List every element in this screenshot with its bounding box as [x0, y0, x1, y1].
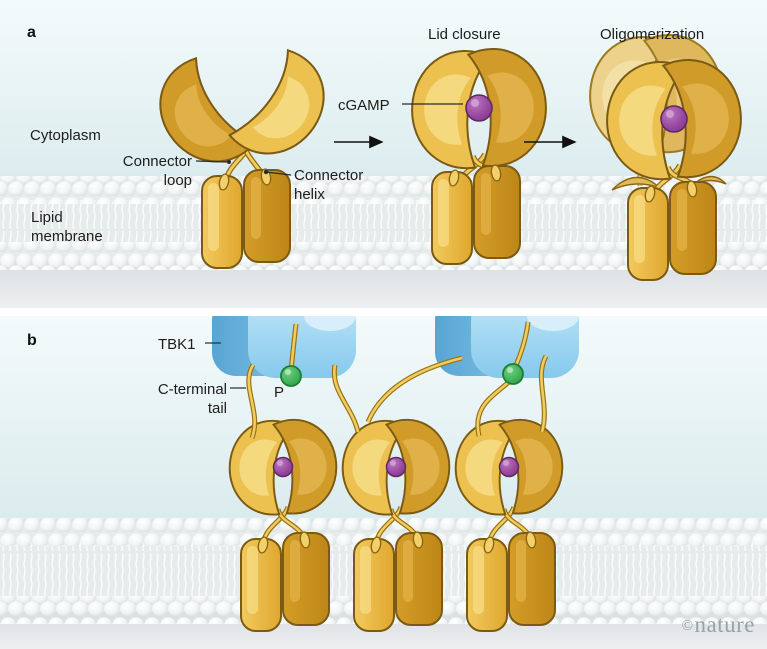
connector-loop-pointer-line [195, 160, 229, 163]
connector-helix-label: Connector helix [294, 167, 364, 203]
panel-b-graphic [0, 316, 767, 649]
copyright-icon: © [681, 618, 694, 634]
annotation-pointers-b [205, 342, 246, 389]
nature-watermark: ©nature [681, 612, 755, 637]
tbk1-kinase-left [212, 316, 356, 378]
connector-helix-pointer-line [265, 171, 292, 176]
annotation-pointers-a [195, 103, 463, 176]
tbk1-highlight [304, 316, 356, 331]
cytoplasm-label: Cytoplasm [30, 127, 101, 144]
panel-divider [0, 308, 767, 316]
panel-a-letter: a [27, 24, 36, 41]
transmembrane-domain-oligomer [627, 179, 717, 281]
phosphate-icon-left [280, 365, 302, 387]
transmembrane-domain-closed [431, 163, 521, 265]
connector-loop-label: Connector loop [122, 153, 192, 189]
c-terminal-tail-label: C-terminal tail [157, 381, 227, 417]
phosphate-icon-right [502, 363, 524, 385]
lid-closure-label: Lid closure [428, 26, 501, 43]
lipid-membrane-label: Lipid membrane [31, 209, 103, 245]
panel-b-letter: b [27, 332, 37, 349]
phosphate-label: P [274, 384, 285, 401]
cgamp-label: cGAMP [338, 97, 390, 114]
panel-a-graphic [0, 0, 767, 308]
sting-dimer-open [139, 47, 345, 269]
transmembrane-domain-open [201, 167, 291, 269]
c-terminal-tail-labeled [247, 364, 256, 439]
sting-oligomer [582, 28, 747, 281]
tbk1-label: TBK1 [158, 336, 196, 353]
oligomerization-label: Oligomerization [600, 26, 705, 43]
